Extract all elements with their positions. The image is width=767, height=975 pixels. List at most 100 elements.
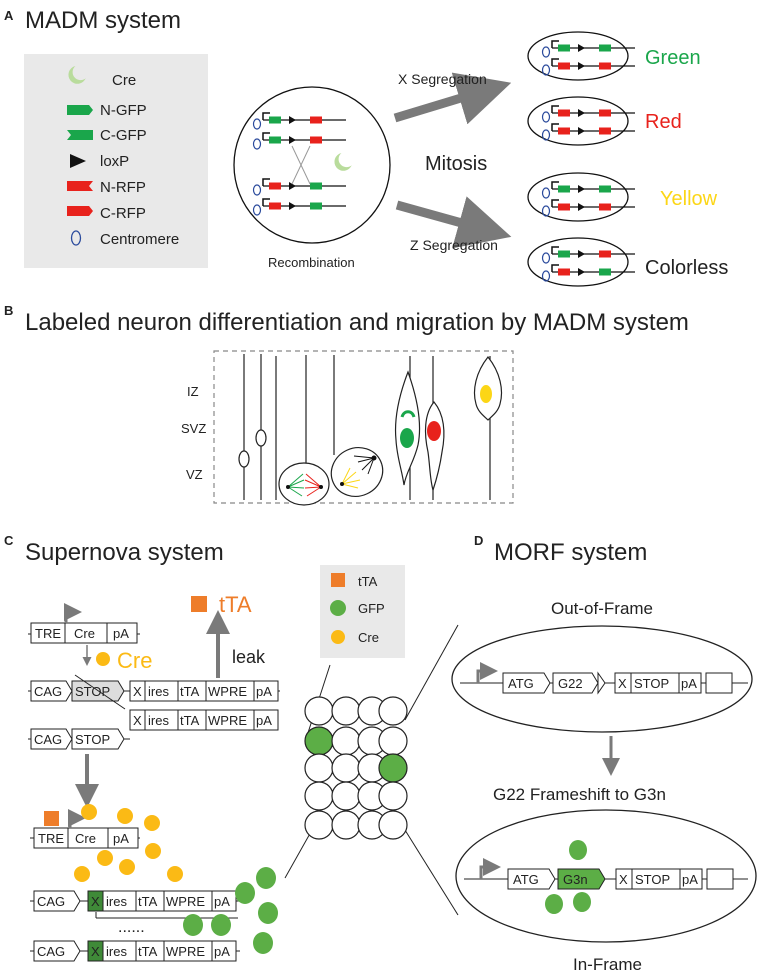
green-daughter-cell [527, 31, 629, 81]
legend-loxp: loxP [100, 153, 129, 170]
cre-icon [334, 153, 352, 171]
chromosome [541, 123, 636, 141]
n-rfp-icon [67, 181, 93, 191]
zoom-line [284, 829, 313, 879]
x-box: X [91, 944, 100, 959]
centromere-icon [70, 230, 82, 246]
red-daughter-cell [527, 96, 629, 146]
pa-box: pA [214, 944, 230, 959]
wpre-box: WPRE [166, 894, 205, 909]
in-frame-label: In-Frame [573, 955, 642, 974]
ellipsis: ...... [118, 919, 145, 936]
c-gfp-icon [67, 130, 93, 140]
middle-section: tTA GFP Cre [284, 565, 459, 916]
red-nucleus [427, 421, 441, 441]
chromosome [252, 198, 347, 216]
wpre-box: WPRE [208, 684, 247, 699]
panel-d-letter: D [474, 533, 483, 548]
tta-square [44, 811, 59, 826]
cre-box: Cre [74, 626, 95, 641]
tre-cre-activated: TRE Cre pA [30, 809, 140, 849]
ires-box: ires [148, 713, 169, 728]
g3n-box: G3n [563, 872, 588, 887]
pa-box: pA [214, 894, 230, 909]
legend-n-rfp: N-RFP [100, 179, 146, 196]
frameshift-label: G22 Frameshift to G3n [493, 785, 666, 804]
pa-box: pA [256, 713, 272, 728]
dividing-cell-green-red [278, 462, 330, 506]
gfp-legend-icon [330, 600, 346, 616]
panel-c-letter: C [4, 533, 14, 548]
out-of-frame-construct: ATG G22 X STOP pA [460, 662, 748, 695]
yellow-label: Yellow [660, 188, 718, 210]
out-of-frame-label: Out-of-Frame [551, 599, 653, 618]
tta-box: tTA [138, 894, 158, 909]
legend-cre: Cre [112, 72, 136, 89]
x-segregation-label: X Segregation [398, 71, 487, 87]
cag-box: CAG [37, 894, 65, 909]
chromosome [541, 199, 636, 217]
cag-box: CAG [37, 944, 65, 959]
pa-box: pA [256, 684, 272, 699]
cre-big-label: Cre [117, 648, 152, 673]
madm-legend-box [24, 54, 208, 268]
panel-c: C Supernova system TRE Cre pA Cre CAG ST… [4, 533, 280, 962]
stop-box: STOP [634, 676, 669, 691]
z-segregation-arrow [395, 196, 512, 249]
recombination-cell [233, 86, 391, 244]
cre-box: Cre [75, 831, 96, 846]
cag-box: CAG [34, 684, 62, 699]
yellow-nucleus [480, 385, 492, 403]
cre-dot [96, 652, 110, 666]
legend-n-gfp: N-GFP [100, 102, 147, 119]
centrosome [319, 485, 323, 489]
panel-b: B Labeled neuron differentiation and mig… [4, 303, 689, 506]
zone-vz: VZ [186, 467, 203, 482]
g22-box: G22 [558, 676, 583, 691]
zoom-line [404, 624, 459, 721]
panel-a-letter: A [4, 8, 14, 23]
pa-box: pA [681, 676, 697, 691]
in-frame-cell [455, 809, 757, 943]
zone-iz: IZ [187, 384, 199, 399]
chromosome [252, 132, 347, 150]
tta-box: tTA [180, 684, 200, 699]
mitosis-label: Mitosis [425, 153, 487, 175]
cag-stop-construct-2: X ires tTA WPRE pA CAG STOP [28, 709, 279, 750]
pa-box: pA [113, 831, 129, 846]
gfp-dots [545, 840, 591, 914]
chromosome [541, 264, 636, 282]
tta-legend-icon [331, 573, 345, 587]
cre-icon [68, 66, 86, 84]
cre-legend-icon [331, 630, 345, 644]
panel-d: D MORF system Out-of-Frame ATG G22 X STO… [451, 533, 757, 974]
radial-glia-cell [238, 450, 250, 468]
zone-svz: SVZ [181, 421, 206, 436]
colorless-label: Colorless [645, 257, 728, 279]
pa-box: pA [682, 872, 698, 887]
mid-legend-gfp: GFP [358, 601, 385, 616]
c-rfp-icon [67, 206, 93, 216]
tta-big-label: tTA [219, 592, 252, 617]
migrating-neuron-red [424, 401, 445, 492]
leak-label: leak [232, 647, 266, 667]
legend-c-rfp: C-RFP [100, 205, 146, 222]
colorless-daughter-cell [527, 237, 629, 287]
atg-box: ATG [513, 872, 539, 887]
red-label: Red [645, 111, 682, 133]
out-of-frame-cell [451, 625, 753, 733]
z-segregation-label: Z Segregation [410, 237, 498, 253]
cre-dots [74, 804, 183, 882]
n-gfp-icon [67, 105, 93, 115]
wpre-box: WPRE [208, 713, 247, 728]
panel-c-title: Supernova system [25, 539, 224, 566]
radial-glia-cell [255, 429, 267, 447]
green-nucleus [400, 428, 414, 448]
crossover-line [291, 145, 311, 185]
panel-d-title: MORF system [494, 539, 647, 566]
ires-box: ires [106, 894, 127, 909]
wpre-box: WPRE [166, 944, 205, 959]
panel-a: A MADM system Cre N-GFP C-GFP loxP N-RFP… [4, 7, 728, 287]
in-frame-construct: ATG G3n X STOP pA [464, 858, 748, 890]
